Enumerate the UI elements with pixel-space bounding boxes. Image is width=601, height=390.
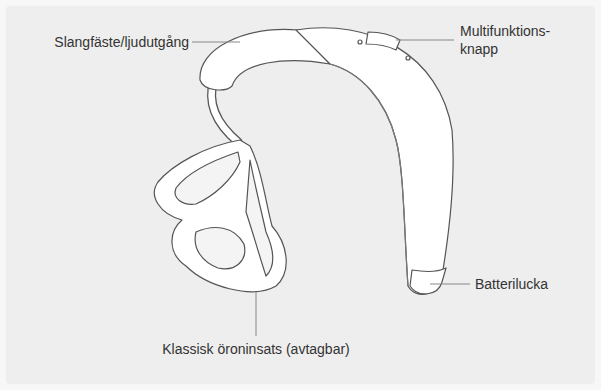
part-label: Klassisk öroninsats (avtagbar) [162,340,350,358]
battery-door [410,268,446,294]
part-label: Multifunktions- knapp [460,22,572,58]
microphone-dot [406,56,410,60]
multifunction-button [366,32,400,50]
leader-line [430,284,470,285]
leader-line [192,42,240,43]
hearing-aid-body [296,28,453,295]
leader-line [256,292,257,336]
earmold-opening [195,228,245,269]
earmold [154,140,286,292]
body-seam [330,64,408,286]
panel [6,6,595,384]
part-label: Batterilucka [475,275,548,293]
part-label: Slangfäste/ljudutgång [54,33,189,51]
leader-line [396,40,454,41]
earmold-canal [175,152,240,204]
microphone-dot [358,40,362,44]
earmold-ridge [246,160,273,276]
